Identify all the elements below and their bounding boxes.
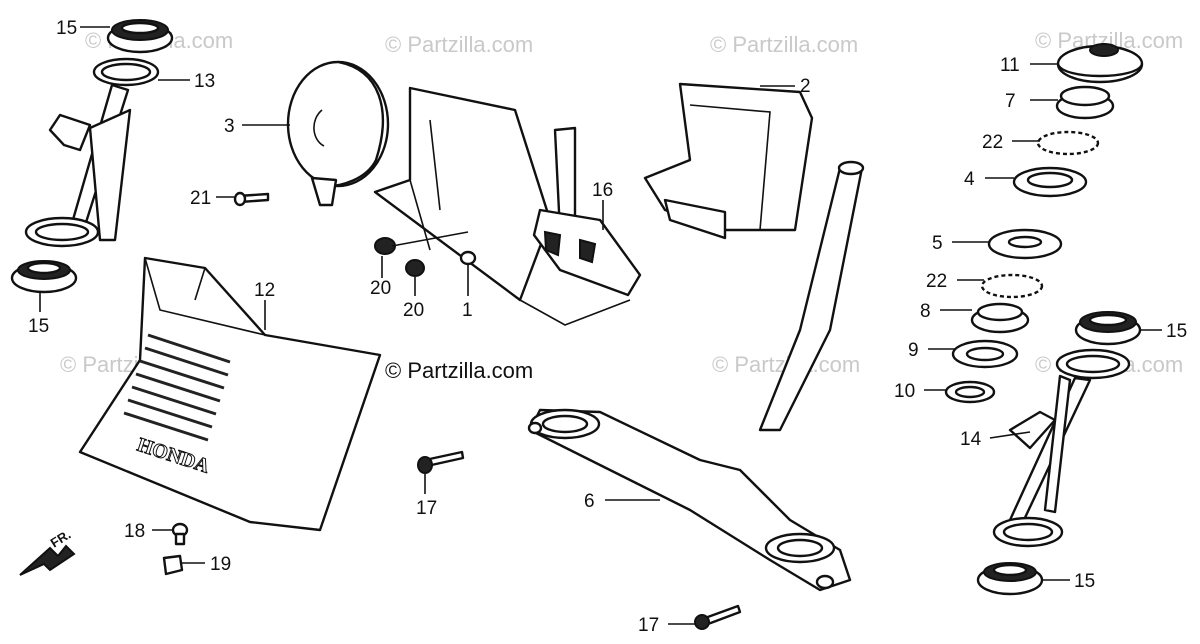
watermark-main: © Partzilla.com [385, 358, 533, 383]
bearing-race-7 [1055, 85, 1115, 120]
callout-16: 16 [592, 180, 613, 201]
steering-stem-nut-11 [1056, 43, 1144, 84]
bearing-tool-left [24, 83, 132, 248]
callout-22: 22 [982, 132, 1003, 153]
callout-13: 13 [194, 71, 215, 92]
callout-20: 20 [403, 300, 424, 321]
callout-11: 11 [1000, 55, 1020, 76]
steel-balls-22a [1036, 130, 1100, 156]
cover-2 [643, 82, 814, 240]
bolt-17a [417, 450, 465, 474]
callout-15: 15 [1166, 321, 1187, 342]
bearing-race-top-left [106, 19, 174, 54]
callout-7: 7 [1005, 91, 1016, 112]
front-label: FR. [48, 527, 74, 551]
dust-seal-10 [944, 380, 996, 404]
callout-8: 8 [920, 301, 931, 322]
callout-17: 17 [638, 615, 659, 636]
callout-12: 12 [254, 280, 275, 301]
callout-15: 15 [28, 316, 49, 337]
leader-lines [39, 26, 1162, 625]
front-direction-arrow: FR. [19, 527, 76, 576]
front-cover-12: HONDA [78, 256, 382, 532]
callout-4: 4 [964, 169, 975, 190]
dust-seal-9 [951, 339, 1019, 369]
callout-10: 10 [894, 381, 915, 402]
callout-19: 19 [210, 554, 231, 575]
callout-1: 1 [462, 300, 473, 321]
callout-22: 22 [926, 271, 947, 292]
washer-1 [459, 250, 477, 266]
nut-20b [405, 259, 425, 277]
callout-2: 2 [800, 76, 811, 97]
bearing-race-top-right [1074, 311, 1142, 346]
callout-9: 9 [908, 340, 919, 361]
horn-bracket-panel [373, 86, 577, 302]
bearing-tool-right [992, 348, 1131, 548]
dust-seal-left [92, 57, 160, 87]
bolt-17b [694, 604, 742, 630]
watermark: © Partzilla.com [385, 32, 533, 57]
callout-15: 15 [56, 18, 77, 39]
callout-21: 21 [190, 188, 211, 209]
bearing-race-8 [970, 302, 1030, 334]
callout-15: 15 [1074, 571, 1095, 592]
bracket-16 [519, 208, 642, 326]
bearing-race-bottom-right [976, 562, 1044, 596]
steel-balls-22b [980, 273, 1044, 299]
callout-18: 18 [124, 521, 145, 542]
watermark: © Partzilla.com [710, 32, 858, 57]
clip-19 [162, 554, 184, 576]
bearing-race-bottom-left [10, 260, 78, 294]
callout-17: 17 [416, 498, 437, 519]
horn [286, 60, 390, 207]
screw-18 [171, 522, 189, 546]
bearing-race-4 [1012, 166, 1088, 198]
callout-20: 20 [370, 278, 391, 299]
steering-stem-6 [527, 160, 865, 592]
bearing-race-5 [987, 228, 1063, 260]
callout-6: 6 [584, 491, 595, 512]
callout-3: 3 [224, 116, 235, 137]
callout-14: 14 [960, 429, 982, 450]
bolt-21 [233, 191, 270, 207]
callout-numbers: 15 13 15 3 21 12 20 20 1 16 2 17 17 18 1… [28, 18, 1187, 636]
callout-5: 5 [932, 233, 943, 254]
